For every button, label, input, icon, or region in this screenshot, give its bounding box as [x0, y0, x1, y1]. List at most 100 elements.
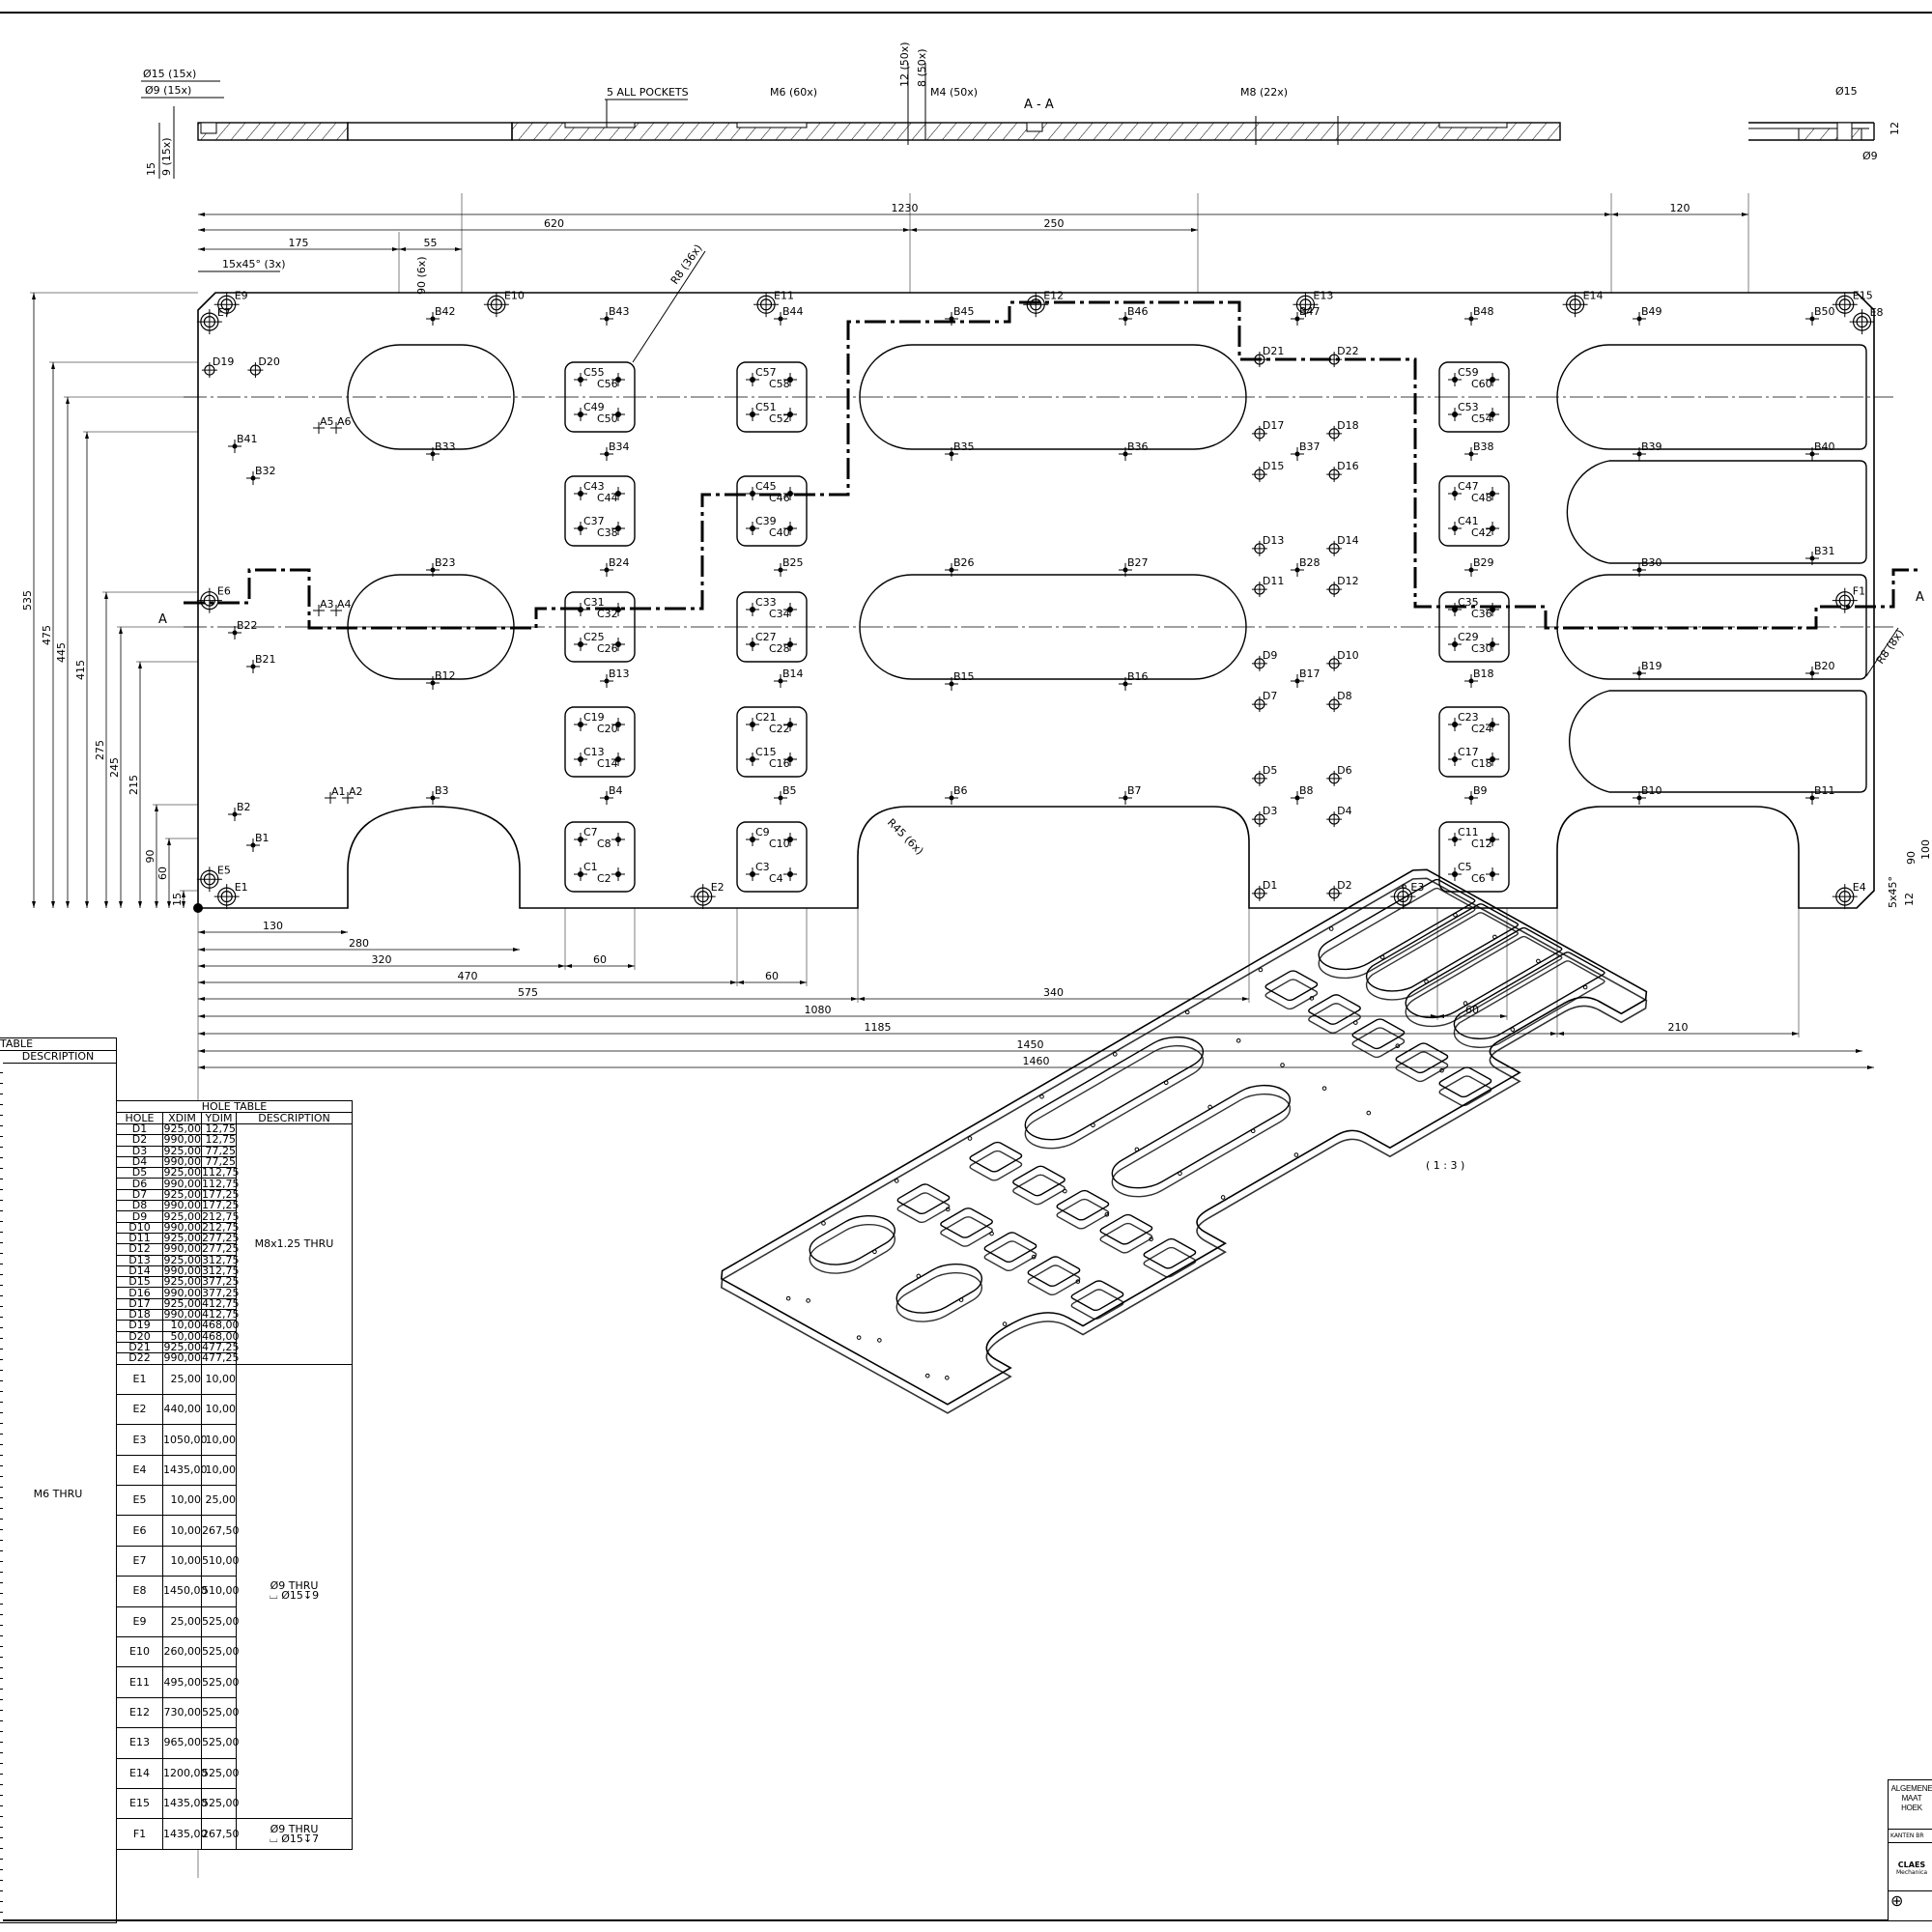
section-marker-right: A — [1916, 590, 1924, 605]
d-hole-label: D2 — [1337, 879, 1351, 892]
iso-hole — [945, 1207, 951, 1212]
dimension-d60b: 60 — [737, 970, 807, 984]
c-hole: C20 — [597, 718, 625, 735]
dimension-label: 470 — [458, 970, 478, 982]
d-hole-label: D10 — [1337, 649, 1358, 662]
cell-xdim: 965,00 — [162, 1727, 202, 1759]
b-hole-label: B44 — [782, 305, 804, 318]
c-hole-label: C16 — [769, 757, 790, 770]
c-hole-label: C27 — [755, 631, 777, 643]
cell-ydim: 412,75 — [201, 1296, 240, 1311]
c-hole: C45 — [746, 480, 777, 500]
b-hole: B44 — [774, 305, 804, 326]
c-hole: C57 — [746, 366, 777, 386]
d-hole-label: D16 — [1337, 460, 1358, 472]
d-hole-label: D1 — [1263, 879, 1277, 892]
cell-xdim: 10,00 — [162, 1545, 202, 1577]
c-hole-label: C60 — [1471, 378, 1492, 390]
iso-hole — [1492, 934, 1497, 940]
b-hole-label: B38 — [1473, 440, 1494, 453]
dimension-d320: 320 — [198, 953, 565, 968]
pockets-note: 5 ALL POCKETS — [607, 86, 689, 99]
left-table-row-lines — [0, 1063, 3, 1922]
cell-xdim: 990,00 — [162, 1133, 202, 1147]
c-hole: C19 — [574, 711, 605, 731]
cell-xdim: 990,00 — [162, 1351, 202, 1365]
dimension-d175: 175 — [198, 237, 399, 251]
cell-hole: E1 — [116, 1363, 163, 1395]
b-hole: B30 — [1633, 556, 1662, 577]
cell-ydim: 312,75 — [201, 1253, 240, 1266]
c-hole-label: C15 — [755, 746, 777, 758]
dimension-d55: 55 — [399, 237, 462, 251]
iso-hole — [1379, 954, 1385, 960]
d-hole: D9 — [1251, 649, 1277, 671]
c-hole-label: C19 — [583, 711, 605, 724]
dimension-label: 15 — [171, 893, 184, 906]
a-mark-label: A3 — [320, 598, 334, 611]
d-hole-label: D17 — [1263, 419, 1284, 432]
c-hole-label: C1 — [583, 861, 598, 873]
dimension-d575: 575 — [198, 986, 858, 1001]
d-hole: D6 — [1326, 764, 1352, 786]
b-hole-label: B19 — [1641, 660, 1662, 672]
iso-hole — [1321, 1086, 1327, 1091]
b-hole-label: B45 — [953, 305, 975, 318]
b-hole-label: B28 — [1299, 556, 1321, 569]
cell-ydim: 525,00 — [201, 1696, 240, 1729]
c-hole-label: C26 — [597, 642, 618, 655]
c-hole-label: C5 — [1458, 861, 1472, 873]
iso-hole — [916, 1273, 922, 1279]
iso-hole — [1328, 926, 1334, 931]
cell-ydim: 377,25 — [201, 1275, 240, 1289]
cell-xdim: 990,00 — [162, 1308, 202, 1321]
iso-hole — [924, 1373, 930, 1378]
dimension-v535: 535 — [21, 292, 198, 908]
cell-hole: D1 — [116, 1122, 163, 1136]
cell-ydim: 525,00 — [201, 1636, 240, 1668]
left-table-header: DESCRIPTION — [0, 1051, 116, 1064]
b-hole: B34 — [600, 440, 630, 461]
e-hole: E14 — [1562, 289, 1604, 318]
cell-hole: E9 — [116, 1605, 163, 1638]
d-hole-label: D11 — [1263, 575, 1284, 587]
iso-hole — [945, 1375, 950, 1380]
iso-hole — [1258, 967, 1264, 973]
c-hole-label: C48 — [1471, 492, 1492, 504]
c-hole-label: C54 — [1471, 412, 1492, 425]
cell-ydim: 177,25 — [201, 1199, 240, 1212]
d-hole-label: D22 — [1337, 345, 1358, 357]
c-hole: C35 — [1448, 596, 1479, 616]
c-hole: C52 — [769, 408, 797, 425]
b-hole-label: B48 — [1473, 305, 1494, 318]
iso-hole — [1039, 1094, 1044, 1099]
a-mark: A5 — [313, 415, 334, 434]
e-hole: E4 — [1832, 881, 1866, 910]
e-hole: E1 — [213, 881, 248, 910]
d-hole-label: D14 — [1337, 534, 1358, 547]
m8-note: M8 (22x) — [1240, 86, 1288, 99]
cell-hole: D20 — [116, 1330, 163, 1343]
b-hole: B10 — [1633, 784, 1662, 805]
b-hole: B9 — [1464, 784, 1488, 805]
title-edges: KANTEN BR — [1889, 1830, 1932, 1843]
b-hole-label: B13 — [609, 668, 630, 680]
b-hole: B21 — [246, 653, 276, 673]
c-hole: C24 — [1471, 718, 1499, 735]
cell-ydim: 277,25 — [201, 1232, 240, 1245]
cell-hole: F1 — [116, 1818, 163, 1851]
cell-hole: E2 — [116, 1393, 163, 1426]
cell-hole: D17 — [116, 1297, 163, 1311]
cell-xdim: 10,00 — [162, 1515, 202, 1547]
note-r8x8: R8 (8x) — [1874, 627, 1907, 666]
cell-xdim: 260,00 — [162, 1636, 202, 1668]
c-hole: C59 — [1448, 366, 1479, 386]
b-hole: B40 — [1805, 440, 1835, 461]
left-table-title: TABLE — [0, 1038, 116, 1051]
b-hole-label: B30 — [1641, 556, 1662, 569]
dimension-label: 575 — [518, 986, 538, 999]
c-hole: C17 — [1448, 746, 1479, 766]
